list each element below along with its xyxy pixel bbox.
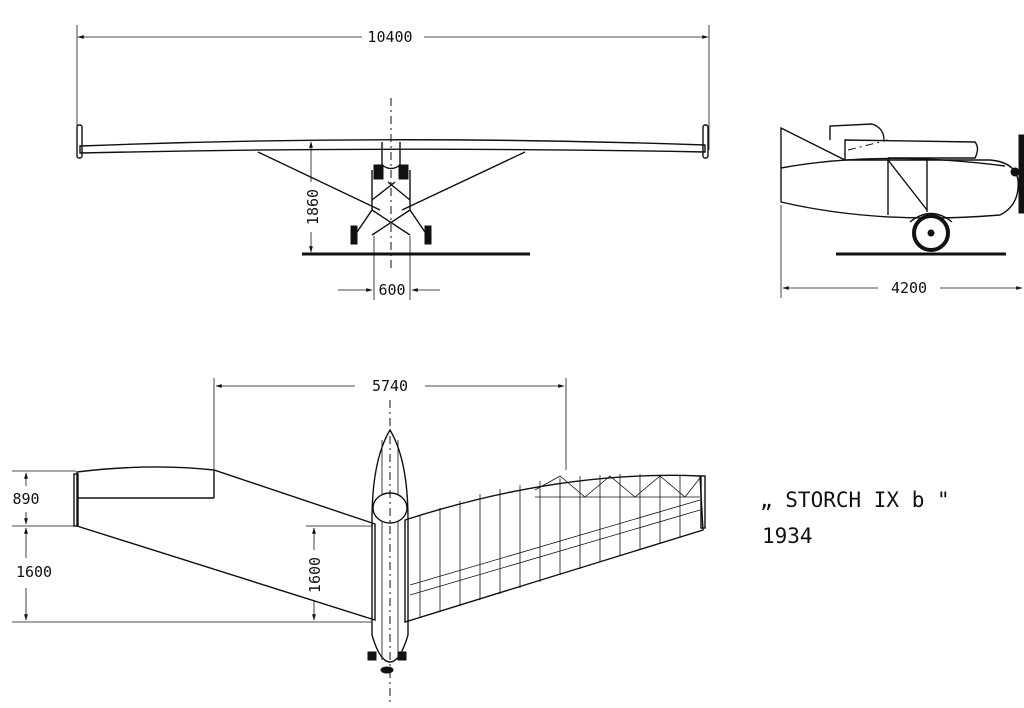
title-block: „ STORCH IX b " 1934 — [760, 488, 950, 548]
length-label: 4200 — [891, 279, 927, 297]
aircraft-year: 1934 — [762, 524, 813, 548]
aircraft-name: „ STORCH IX b " — [760, 488, 950, 512]
side-fuselage — [780, 126, 1019, 219]
right-wing-planform — [404, 474, 704, 623]
front-wing — [79, 139, 706, 154]
left-wing-planform — [76, 466, 376, 621]
front-view: 10400 1860 600 — [76, 25, 710, 300]
side-view: 4200 — [780, 123, 1024, 298]
right-wingtip-endplate — [702, 124, 709, 159]
strut-height-label: 1860 — [304, 189, 322, 225]
center-chord-label: 1600 — [306, 557, 324, 593]
top-fuselage — [371, 428, 409, 663]
top-view: 5740 — [12, 377, 706, 705]
wingspan-label: 10400 — [367, 28, 412, 46]
left-wingtip-endplate — [76, 124, 83, 159]
sweep-label: 5740 — [372, 377, 408, 395]
track-label: 600 — [378, 281, 405, 299]
root-offset-label: 1600 — [16, 563, 52, 581]
tip-chord-label: 890 — [12, 490, 39, 508]
right-wing-ribs — [419, 474, 681, 618]
